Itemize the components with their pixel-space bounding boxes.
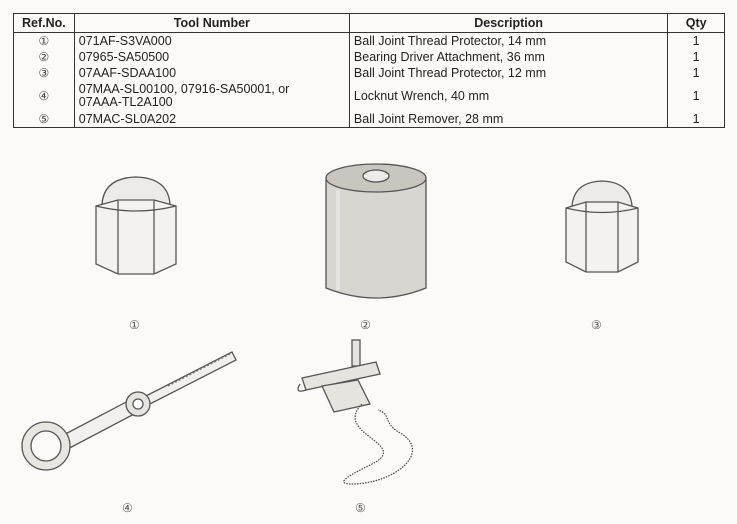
header-tool-number: Tool Number — [73, 13, 350, 33]
table-row: ② 07965-SA50500 Bearing Driver Attachmen… — [13, 49, 725, 65]
tool-number-cell: 07MAA-SL00100, 07916-SA50001, or 07AAA-T… — [73, 81, 350, 111]
ball-joint-remover-icon — [297, 339, 414, 485]
qty-cell: 1 — [667, 81, 725, 111]
ref-cell: ③ — [13, 65, 75, 81]
description-cell: Ball Joint Remover, 28 mm — [348, 111, 669, 128]
figure-label-4: ④ — [122, 501, 133, 515]
header-ref-no: Ref.No. — [13, 13, 75, 33]
tool-number-line2: 07AAA-TL2A100 — [78, 95, 173, 109]
description-cell: Locknut Wrench, 40 mm — [348, 81, 669, 111]
description-cell: Ball Joint Thread Protector, 12 mm — [348, 65, 669, 81]
ref-cell: ⑤ — [13, 111, 75, 128]
tool-number-cell: 07965-SA50500 — [73, 49, 350, 65]
figure-label-2: ② — [360, 318, 371, 332]
tool-number-cell: 071AF-S3VA000 — [73, 32, 350, 49]
table-row: ① 071AF-S3VA000 Ball Joint Thread Protec… — [13, 32, 725, 49]
table-header-row: Ref.No. Tool Number Description Qty — [13, 13, 725, 33]
figure-label-5: ⑤ — [355, 501, 366, 515]
table-row: ④ 07MAA-SL00100, 07916-SA50001, or 07AAA… — [13, 81, 725, 111]
hex-nut-protector-icon — [95, 176, 177, 275]
qty-cell: 1 — [667, 32, 725, 49]
ref-cell: ④ — [13, 81, 75, 111]
description-cell: Ball Joint Thread Protector, 14 mm — [348, 32, 669, 49]
header-description: Description — [348, 13, 669, 33]
ref-cell: ② — [13, 49, 75, 65]
qty-cell: 1 — [667, 65, 725, 81]
header-qty: Qty — [667, 13, 725, 33]
table-row: ③ 07AAF-SDAA100 Ball Joint Thread Protec… — [13, 65, 725, 81]
special-tools-table: Ref.No. Tool Number Description Qty ① 07… — [13, 13, 725, 128]
ref-cell: ① — [13, 32, 75, 49]
hex-nut-protector-icon — [565, 180, 639, 273]
tool-number-cell: 07AAF-SDAA100 — [73, 65, 350, 81]
tool-number-cell: 07MAC-SL0A202 — [73, 111, 350, 128]
qty-cell: 1 — [667, 49, 725, 65]
tool-number-line1: 07MAA-SL00100, 07916-SA50001, or — [78, 82, 290, 96]
cylinder-driver-icon — [325, 163, 427, 299]
locknut-wrench-icon — [21, 351, 237, 471]
figure-label-1: ① — [129, 318, 140, 332]
table-row: ⑤ 07MAC-SL0A202 Ball Joint Remover, 28 m… — [13, 111, 725, 128]
description-cell: Bearing Driver Attachment, 36 mm — [348, 49, 669, 65]
qty-cell: 1 — [667, 111, 725, 128]
figure-label-3: ③ — [591, 318, 602, 332]
